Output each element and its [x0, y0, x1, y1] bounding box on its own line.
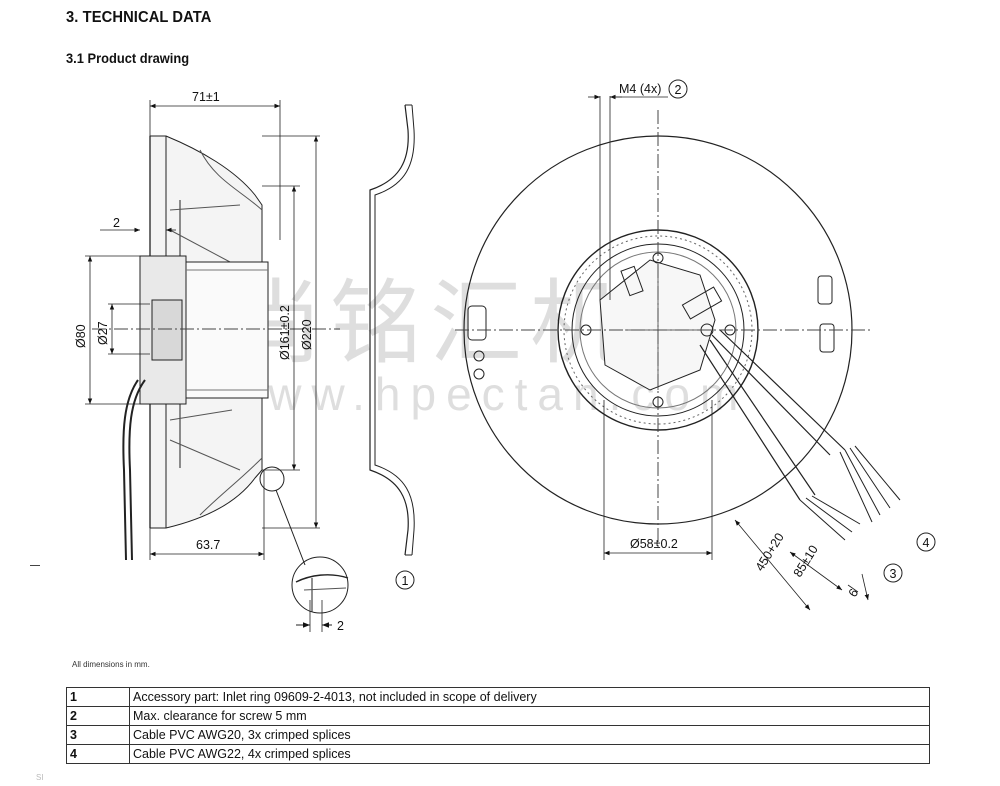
svg-text:3: 3 [890, 567, 897, 581]
legend-num: 2 [66, 706, 130, 726]
dim-len-6: 6 [846, 586, 862, 599]
dim-m4: M4 (4x) [619, 82, 661, 96]
front-dimensions [588, 94, 869, 611]
callout-1: 1 [395, 570, 415, 590]
section-title: 3. TECHNICAL DATA [66, 9, 212, 26]
table-row: 1 Accessory part: Inlet ring 09609-2-401… [66, 687, 930, 707]
callout-2: 2 [668, 79, 688, 99]
dim-len-450: 450+20 [753, 530, 787, 573]
dim-detail-2: 2 [337, 619, 344, 633]
product-drawing: 尚铭汇机 www.hpectan.com [74, 79, 936, 633]
subsection-title: 3.1 Product drawing [66, 50, 190, 66]
dim-dia-80: Ø80 [74, 324, 88, 348]
table-row: 3 Cable PVC AWG20, 3x crimped splices [66, 725, 930, 745]
dim-depth-63: 63.7 [196, 538, 220, 552]
callout-3: 3 [883, 563, 903, 583]
legend-text: Max. clearance for screw 5 mm [129, 706, 930, 726]
callout-4: 4 [916, 532, 936, 552]
legend-text: Cable PVC AWG20, 3x crimped splices [129, 725, 930, 745]
margin-tick [30, 565, 40, 566]
legend-table: 1 Accessory part: Inlet ring 09609-2-401… [66, 687, 930, 764]
front-view [455, 110, 901, 550]
footer-mark: SI [36, 773, 44, 782]
legend-num: 4 [66, 744, 130, 764]
table-row: 4 Cable PVC AWG22, 4x crimped splices [66, 744, 930, 764]
dim-dia-220: Ø220 [300, 319, 314, 350]
svg-text:1: 1 [402, 574, 409, 588]
inlet-ring-profile [369, 104, 415, 556]
dim-dia-58: Ø58±0.2 [630, 537, 678, 551]
legend-text: Cable PVC AWG22, 4x crimped splices [129, 744, 930, 764]
dim-gap-2: 2 [113, 216, 120, 230]
side-view [92, 135, 340, 566]
dim-width-71: 71±1 [192, 90, 220, 104]
side-dimensions [85, 100, 320, 560]
dim-dia-161: Ø161±0.2 [278, 305, 292, 360]
legend-num: 3 [66, 725, 130, 745]
table-row: 2 Max. clearance for screw 5 mm [66, 706, 930, 726]
dim-len-85: 85±10 [791, 543, 821, 580]
svg-text:2: 2 [675, 83, 682, 97]
svg-text:4: 4 [923, 536, 930, 550]
legend-num: 1 [66, 687, 130, 707]
dimension-note: All dimensions in mm. [72, 660, 150, 669]
dim-dia-27: Ø27 [96, 321, 110, 345]
legend-text: Accessory part: Inlet ring 09609-2-4013,… [129, 687, 930, 707]
detail-view [291, 556, 349, 632]
